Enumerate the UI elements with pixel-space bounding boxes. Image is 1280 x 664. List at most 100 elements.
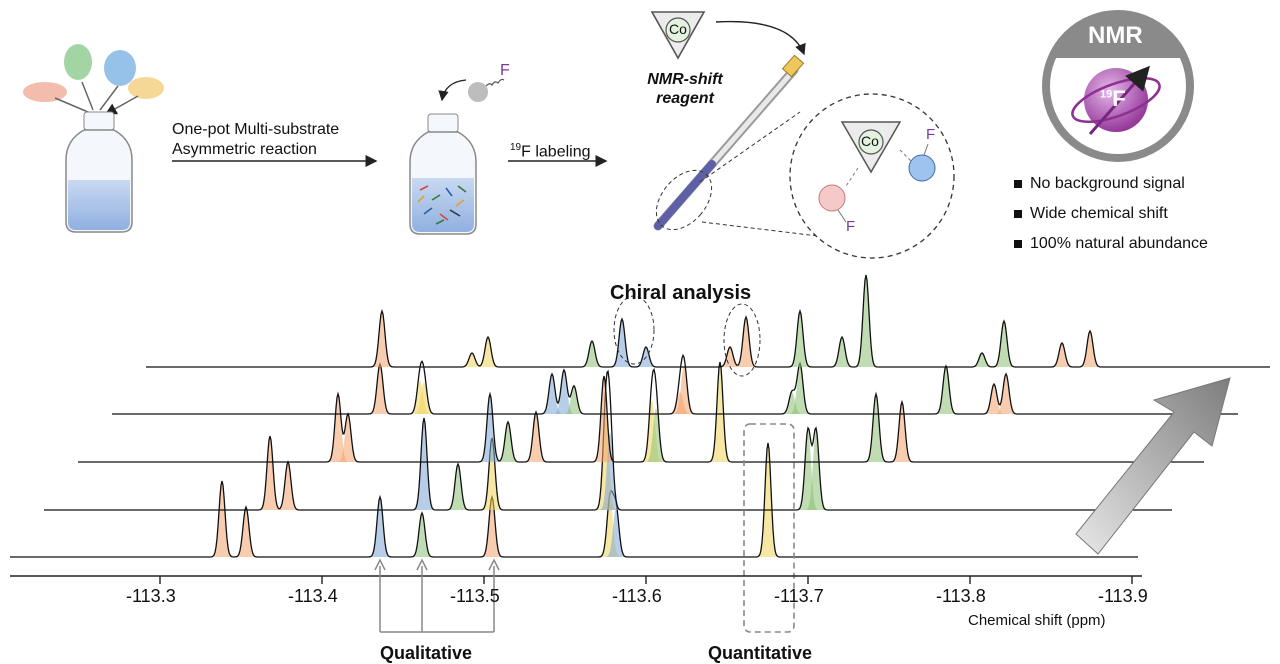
step1-label-line2: Asymmetric reaction <box>172 141 317 158</box>
peak-fill <box>992 374 1020 414</box>
reagent-label: NMR-shift reagent <box>630 70 740 108</box>
nmr-badge-nucleus-sup: 19 <box>1100 88 1113 101</box>
peak-fill <box>538 374 566 414</box>
complex-fluorine-right: F <box>926 126 936 143</box>
peak-fill <box>706 362 734 462</box>
nmr-spectra <box>10 274 1270 558</box>
quantitative-label: Quantitative <box>708 643 813 663</box>
qualitative-label: Qualitative <box>380 643 473 663</box>
peak-fill <box>522 412 550 462</box>
fluorine-tag <box>438 78 505 102</box>
peak-fill <box>590 376 618 462</box>
substrate-clouds <box>23 44 164 114</box>
x-axis-ticks <box>159 576 1133 584</box>
x-tick-label: -113.6 <box>612 586 662 606</box>
peak-fill <box>852 275 880 367</box>
peak-fill <box>550 370 578 414</box>
peak-fill <box>862 394 890 462</box>
bullet-item: No background signal <box>1014 174 1208 194</box>
peak-fill <box>578 341 606 367</box>
peak-fill <box>932 366 960 414</box>
peak-fill <box>670 366 698 414</box>
bullet-text: No background signal <box>1030 175 1185 192</box>
peak-fill <box>716 347 744 367</box>
x-axis-label: Chemical shift (ppm) <box>968 612 1106 629</box>
peak-fill <box>334 414 362 462</box>
reagent-to-tube-arrow <box>715 20 806 56</box>
peak-fill <box>476 394 504 462</box>
peak-fill <box>368 311 396 367</box>
reagent-label-line1: NMR-shift <box>647 71 723 88</box>
reagent-icon <box>650 11 706 60</box>
nmr-badge-title: NMR <box>1088 22 1143 49</box>
peak-fill <box>778 392 806 414</box>
qualitative-bracket <box>374 558 500 633</box>
peak-fill <box>458 353 486 367</box>
feature-bullets: No background signal Wide chemical shift… <box>1014 174 1208 254</box>
peak-fill <box>410 382 438 414</box>
complex-zoom <box>789 93 955 259</box>
bullet-item: 100% natural abundance <box>1014 234 1208 254</box>
x-tick-label: -113.8 <box>936 586 986 606</box>
chiral-pair-2 <box>723 303 761 377</box>
reagent-label-line2: reagent <box>656 90 714 107</box>
peak-fill <box>1076 331 1104 367</box>
peak-fill <box>1048 343 1076 367</box>
spectrum-trace <box>112 353 1238 415</box>
peak-fill <box>444 464 472 510</box>
x-tick-label: -113.4 <box>288 586 338 606</box>
peak-fill <box>786 364 814 414</box>
peak-fill <box>560 386 588 414</box>
bullet-text: Wide chemical shift <box>1030 205 1168 222</box>
peak-fill <box>478 438 506 510</box>
peak-fill <box>366 364 394 414</box>
step1-label-line1: One-pot Multi-substrate <box>172 121 340 138</box>
step2-label: 19F labeling <box>510 138 591 162</box>
peak-fill <box>366 497 394 557</box>
peak-fill <box>274 462 302 510</box>
peak-fill <box>980 384 1008 414</box>
chiral-analysis-heading: Chiral analysis <box>610 282 752 304</box>
peak-fill <box>232 507 260 557</box>
peak-fill <box>596 499 624 557</box>
peak-fill <box>474 337 502 367</box>
vial-1 <box>65 111 133 233</box>
peak-fill <box>478 497 506 557</box>
peak-fill <box>802 430 830 510</box>
x-tick-label: -113.5 <box>450 586 500 606</box>
tag-fluorine-label: F <box>500 62 510 79</box>
reagent-atom: Co <box>669 21 687 37</box>
peak-fill <box>602 509 630 557</box>
peak-fill <box>786 311 814 367</box>
peak-fill <box>406 380 434 414</box>
spectrum-trace <box>44 369 1172 511</box>
bullet-item: Wide chemical shift <box>1014 204 1208 224</box>
peak-fill <box>596 432 624 510</box>
nmr-badge-nucleus: 19F <box>1100 86 1126 112</box>
stack-direction-arrow <box>1075 377 1231 555</box>
bullet-text: 100% natural abundance <box>1030 235 1208 252</box>
nmr-tube <box>653 54 805 231</box>
step2-label-sup: 19 <box>510 142 522 153</box>
peak-fill <box>256 436 284 510</box>
x-tick-label: -113.3 <box>126 586 176 606</box>
peak-fill <box>732 317 760 367</box>
nmr-badge-nucleus-symbol: F <box>1112 86 1126 111</box>
quantitative-box <box>743 423 795 633</box>
peak-fill <box>794 430 822 510</box>
peak-fill <box>608 319 636 367</box>
zoom-region <box>655 169 713 231</box>
x-tick-label: -113.7 <box>774 586 824 606</box>
chiral-pair-1 <box>613 295 655 365</box>
peak-fill <box>638 400 666 462</box>
peak-fill <box>208 481 236 557</box>
peak-fill <box>494 422 522 462</box>
step2-label-text: F labeling <box>521 143 591 161</box>
peak-fill <box>410 418 438 510</box>
complex-atom: Co <box>861 133 879 149</box>
peak-fill <box>990 321 1018 367</box>
complex-fluorine-left: F <box>846 218 856 235</box>
peak-fill <box>828 337 856 367</box>
peak-fill <box>968 353 996 367</box>
